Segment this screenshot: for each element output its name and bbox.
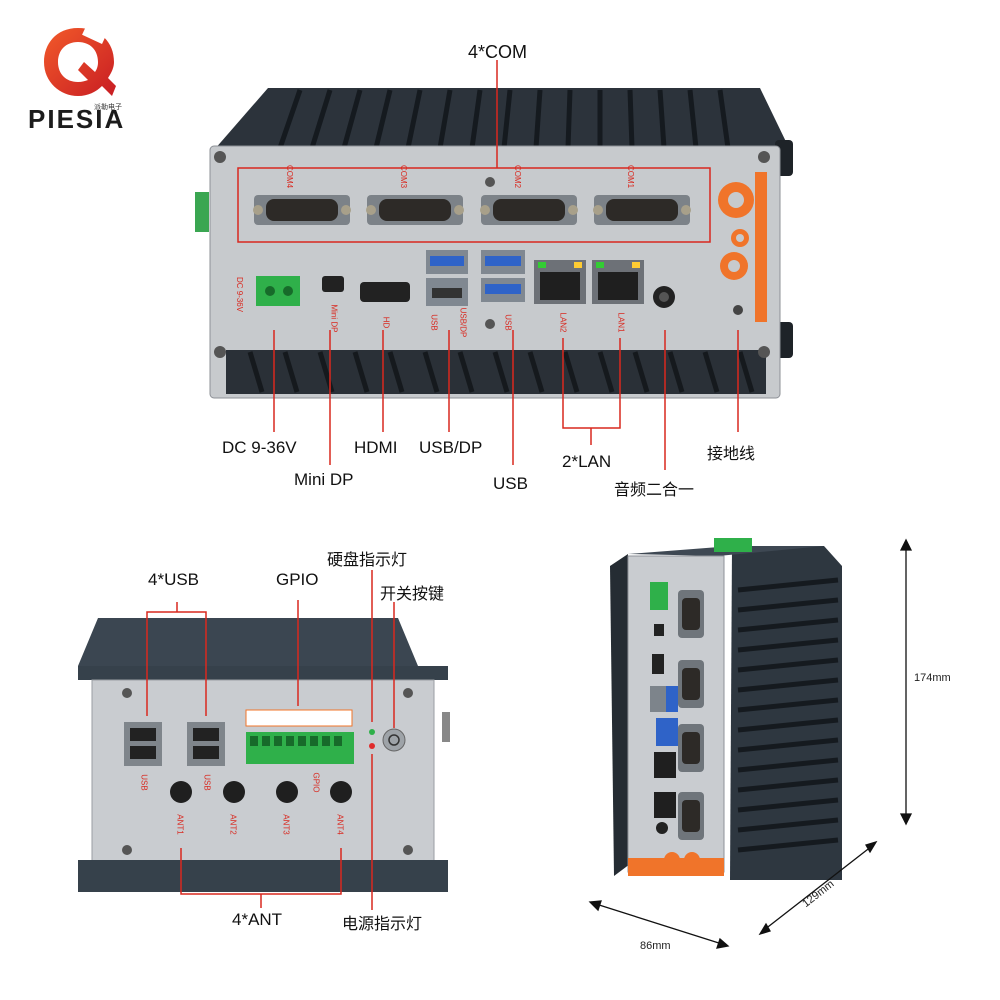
piesia-q-logo-icon: [44, 22, 116, 96]
ant2-label: ANT2: [228, 814, 238, 835]
callout-power-button: 开关按键: [380, 584, 445, 603]
front-view: [195, 60, 793, 470]
dimension-width: 86mm: [640, 940, 671, 952]
com2-label: COM2: [513, 164, 523, 189]
brand-name: PIESIA: [28, 104, 126, 134]
callout-rear-usb: 4*USB: [148, 570, 200, 589]
panel-usb2-label: USB: [503, 314, 513, 331]
panel-dc-label: DC 9-36V: [235, 276, 245, 313]
ant1-label: ANT1: [175, 814, 185, 835]
callout-usbdp: USB/DP: [419, 438, 483, 457]
panel-usbdp-label: USB/DP: [458, 307, 468, 338]
callout-ant: 4*ANT: [232, 910, 283, 929]
dimension-height: 174mm: [914, 672, 951, 684]
callout-lan: 2*LAN: [562, 452, 612, 471]
com-port-group: [253, 195, 691, 225]
callout-dc: DC 9-36V: [222, 438, 297, 457]
rear-usb-b-label: USB: [202, 774, 212, 791]
rear-gpio-label: GPIO: [311, 772, 321, 793]
callout-ground: 接地线: [707, 444, 756, 463]
callout-gpio: GPIO: [276, 570, 319, 589]
com3-label: COM3: [399, 164, 409, 189]
brand-subtitle: 派勒电子: [94, 103, 122, 111]
rear-usb-a-label: USB: [139, 774, 149, 791]
callout-hdd-led: 硬盘指示灯: [327, 550, 408, 569]
ant3-label: ANT3: [281, 814, 291, 835]
isometric-view: [588, 538, 913, 949]
panel-minidp-label: Mini DP: [329, 304, 339, 333]
ant4-label: ANT4: [335, 814, 345, 835]
panel-lan1-label: LAN1: [616, 312, 626, 333]
com4-label: COM4: [285, 164, 295, 189]
panel-usb1-label: USB: [429, 314, 439, 331]
callout-minidp: Mini DP: [294, 470, 354, 489]
callout-audio: 音频二合一: [614, 480, 695, 499]
com1-label: COM1: [626, 164, 636, 189]
panel-hd-label: HD: [381, 316, 391, 329]
panel-lan2-label: LAN2: [558, 312, 568, 333]
callout-hdmi: HDMI: [354, 438, 398, 457]
callout-usb: USB: [493, 474, 528, 493]
callout-power-led: 电源指示灯: [342, 914, 423, 933]
rear-view: [78, 570, 450, 910]
com-header: 4*COM: [468, 42, 528, 62]
